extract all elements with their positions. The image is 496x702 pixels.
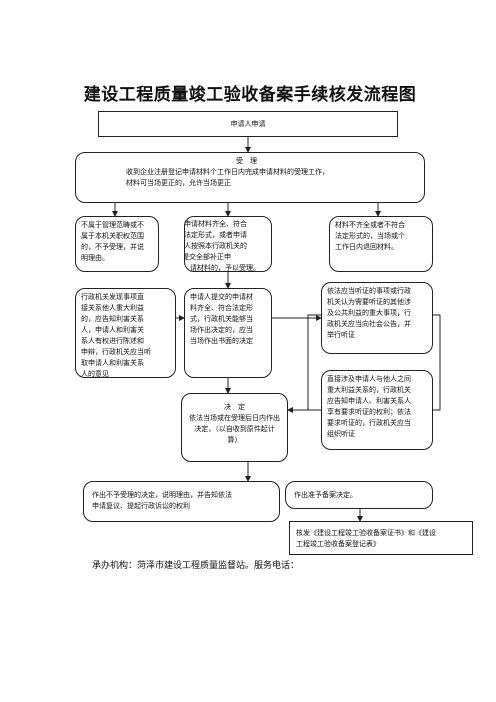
incomplete-line: 工作日内退回材料。 [335,243,398,251]
hearing-direct-line: 享有要求听证的权利；依法 [327,408,411,416]
reject-scope-line: 的，不予受理，并说 [81,243,144,251]
issue-line: 核发《建设工程竣工验收备案证书》和《建设 [296,529,436,537]
reject-scope-box: 不属于管理范畴或不 属于本机关职权范围 的，不予受理，并说 明理由。 [75,216,159,272]
issue-line: 工程竣工验收备案登记表》 [296,540,380,548]
issue-box: 核发《建设工程竣工验收备案证书》和《建设 工程竣工验收备案登记表》 [289,521,473,555]
decision-box: 决 定 依法当场或在受理后日内作出 决定，（以自收到原件起计 算） [181,393,288,462]
review-box: 申请人提交的申请材 料齐全、符合法定形 式，行政机关能够当 场作出决定的，应当 … [184,288,272,378]
hearing-direct-line: 要求听证的，行政机关应当 [327,419,411,427]
accept-line-2: 材料可当场更正的，允许当场更正 [126,179,231,187]
hearing-direct-line: 应告知申请人、利害关系人 [327,397,411,405]
hearing-bracket [433,314,441,411]
deny-line: 作出不予受理的决定，说明理由，并告知依法 [92,491,232,499]
hearing-public-line: 举行听证 [327,331,355,339]
complete-box: 申请材料齐全、符合 法定形式，或者申请 人按照本行政机关的 要求提交全部补正申 … [184,216,272,272]
review-line: 申请人提交的申请材 [190,293,253,301]
approve-box: 作出准予备案决定。 [285,481,433,509]
decision-line: 依法当场或在受理后日内作出 [189,414,280,422]
footer-contact: 承办机构：菏泽市建设工程质量监督站。服务电话： [92,561,300,571]
incomplete-box: 材料不齐全或者不符合 法定形式的，当场或个 工作日内退回材料。 [329,216,433,272]
hearing-public-line: 依法应当听证的事项或行政 [327,287,411,295]
hearing-public-line: 及公共利益的重大事项，行 [327,309,411,317]
reject-scope-line: 属于本机关职权范围 [81,232,144,240]
review-line: 当场作出书面的决定 [190,337,253,345]
hearing-public-box: 依法应当听证的事项或行政 机关认为需要听证的其他涉 及公共利益的重大事项，行 政… [321,282,433,354]
complete-line: 人按照本行政机关的 [184,242,247,250]
incomplete-line: 材料不齐全或者不符合 [335,221,405,229]
complete-line: 法定形式，或者申请 [184,231,247,239]
reject-scope-line: 明理由。 [81,254,109,262]
major-interest-line: 的，应告知利害关系 [81,315,144,323]
review-line: 料齐全、符合法定形 [190,304,253,312]
deny-line: 申请复议、提起行政诉讼的权利 [92,502,190,510]
major-interest-line: 申辩，行政机关应当听 [81,348,151,356]
review-line: 场作出决定的，应当 [190,326,253,334]
review-line: 式，行政机关能够当 [190,315,253,323]
major-interest-line: 人的意见 [81,370,109,378]
applicant-label: 申请人申请 [230,120,266,128]
major-interest-line: 行政机关发现事项直 [81,293,144,301]
incomplete-line: 法定形式的，当场或个 [335,232,405,240]
hearing-direct-line: 直接涉及申请人与他人之间 [327,375,411,383]
hearing-direct-box: 直接涉及申请人与他人之间 重大利益关系的，行政机关 应告知申请人、利害关系人 享… [321,370,433,450]
complete-line: 申请材料齐全、符合 [184,220,247,228]
page-title: 建设工程质量竣工验收备案手续核发流程图 [83,85,417,105]
major-interest-line: 人，申请人和利害关 [81,326,144,334]
reject-scope-line: 不属于管理范畴或不 [81,221,144,229]
decision-line: 算） [227,436,242,444]
complete-line: 要求提交全部补正申 [184,253,231,261]
major-interest-box: 行政机关发现事项直 接关系他人重大利益 的，应告知利害关系 人，申请人和利害关 … [75,288,176,378]
arrow-hearing-public-to-decision [287,314,321,413]
major-interest-line: 系人有权进行陈述和 [81,337,144,345]
decision-line: 决定，（以自收到原件起计 [194,425,275,433]
accept-box: 受 理 收到企业注册登记申请材料个工作日内完成申请材料的受理工作， 材料可当场更… [75,152,425,203]
decision-heading: 决 定 [224,403,245,411]
hearing-public-line: 政机关应当向社会公告，并 [327,320,411,328]
complete-frame [184,216,272,272]
accept-heading: 受 理 [236,157,257,165]
hearing-direct-line: 重大利益关系的，行政机关 [327,386,411,394]
hearing-public-line: 机关认为需要听证的其他涉 [327,298,411,306]
major-interest-line: 接关系他人重大利益 [81,304,144,312]
complete-line: 请材料的，予以受理。 [190,264,260,272]
applicant-box: 申请人申请 [98,111,398,137]
deny-box: 作出不予受理的决定，说明理由，并告知依法 申请复议、提起行政诉讼的权利 [83,481,280,522]
accept-line-1: 收到企业注册登记申请材料个工作日内完成申请材料的受理工作， [126,168,329,176]
major-interest-line: 取申请人和利害关系 [81,359,144,367]
hearing-direct-line: 组织听证 [327,430,355,438]
approve-label: 作出准予备案决定。 [294,491,357,499]
